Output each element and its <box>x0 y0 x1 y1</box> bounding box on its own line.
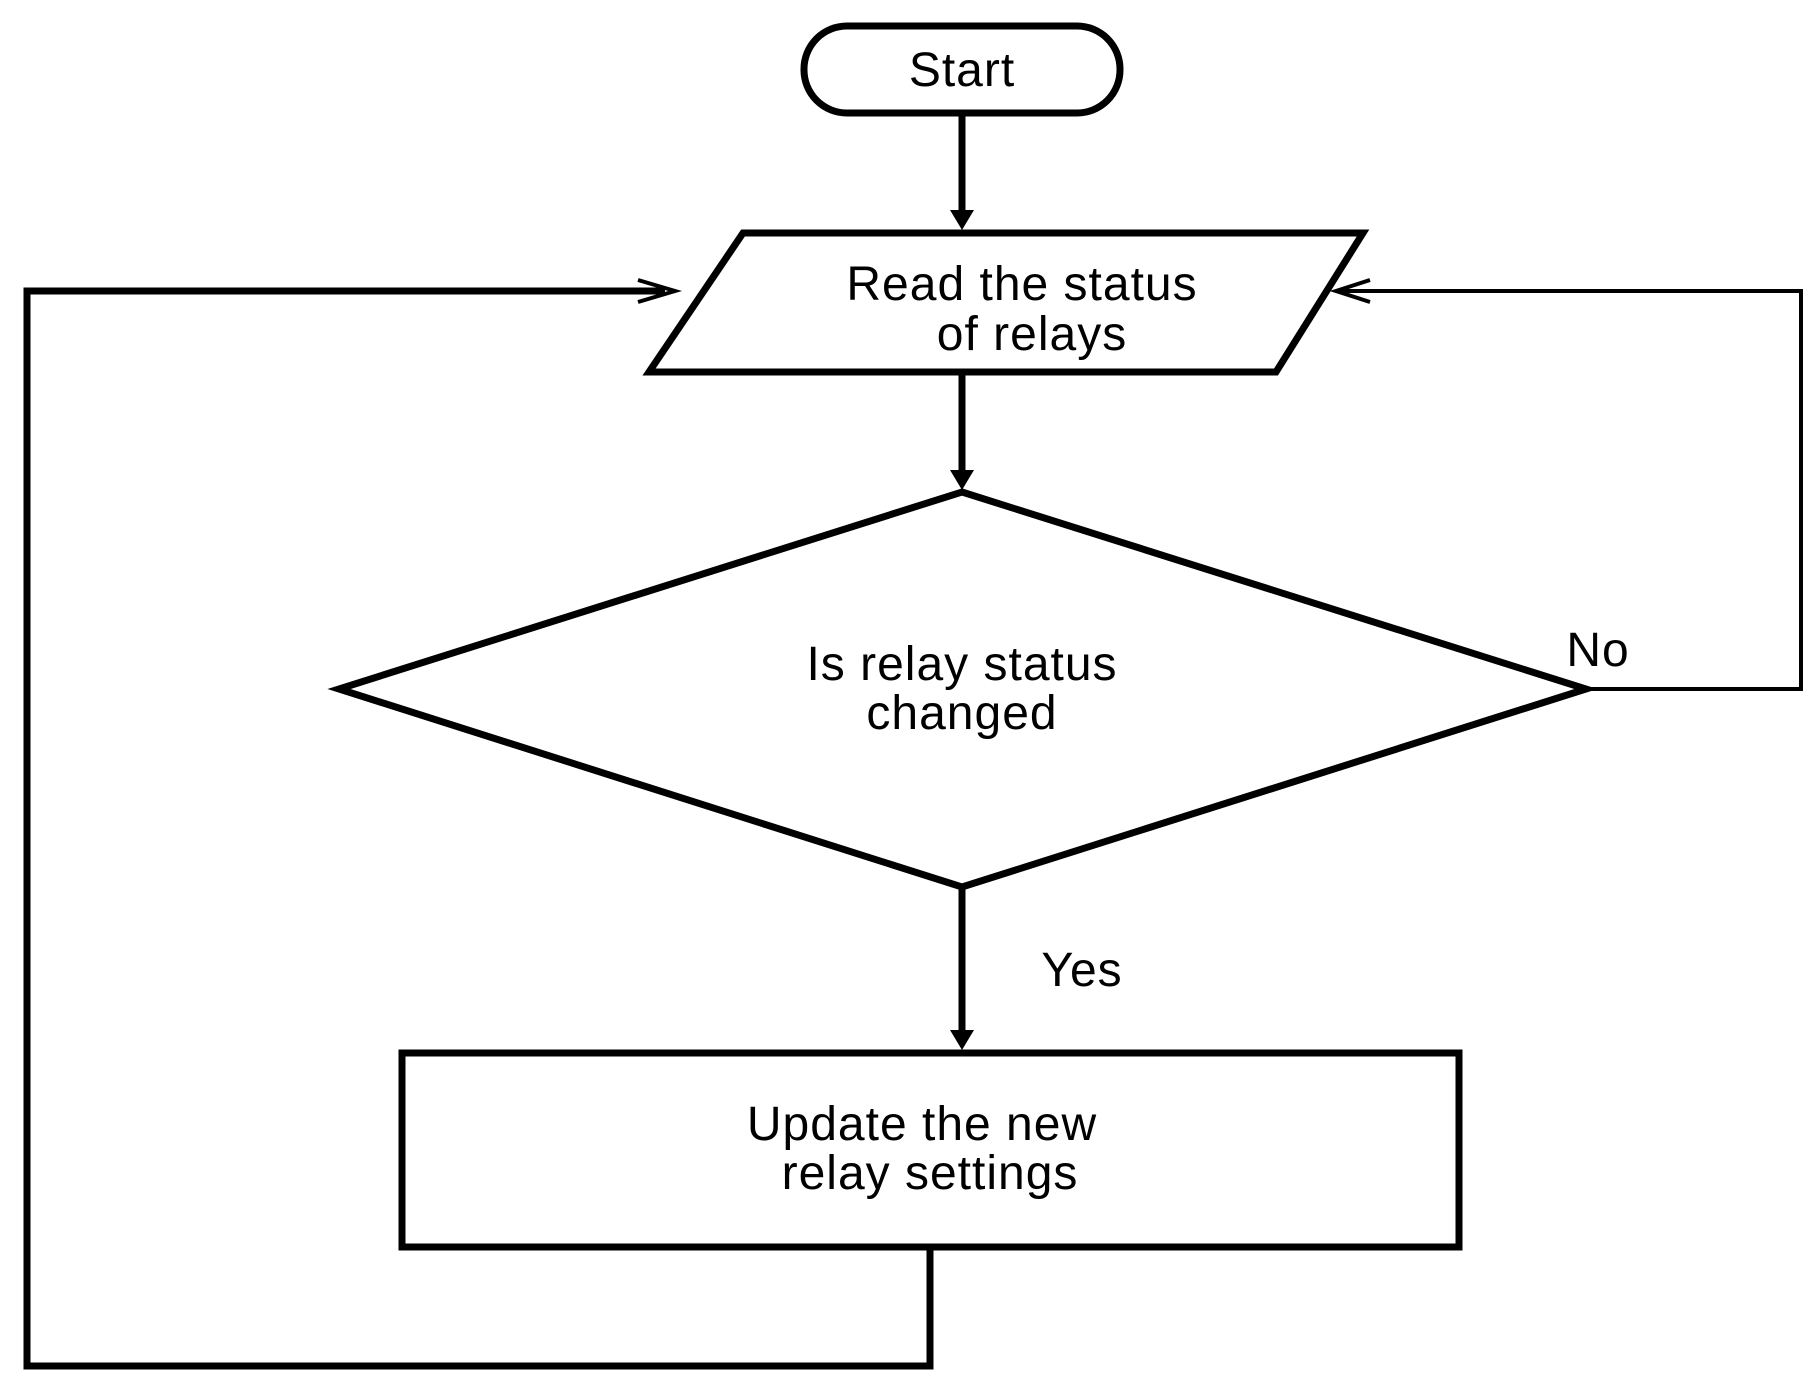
decision-label-line1: Is relay status <box>806 638 1117 691</box>
arrowhead <box>637 278 683 304</box>
arrowhead <box>950 470 974 490</box>
edge-read-to-decision <box>950 372 974 490</box>
read-node: Read the status of relays <box>642 229 1370 376</box>
update-label-line2: relay settings <box>782 1147 1079 1200</box>
connector-line <box>23 287 934 1370</box>
arrowhead <box>950 210 974 230</box>
decision-node: Is relay status changed <box>327 488 1598 891</box>
edge-no-loop: No <box>1329 278 1803 691</box>
decision-label-line2: changed <box>866 687 1057 740</box>
edge-yes: Yes <box>950 887 1122 1050</box>
start-label: Start <box>909 44 1015 97</box>
update-node: Update the new relay settings <box>398 1049 1463 1251</box>
start-node: Start <box>800 22 1124 117</box>
edge-update-loop <box>23 278 934 1370</box>
arrowhead <box>950 1030 974 1050</box>
update-shape <box>398 1049 1463 1251</box>
edge-start-to-read <box>950 113 974 230</box>
yes-label: Yes <box>1041 944 1122 997</box>
read-label-line1: Read the status <box>846 258 1197 311</box>
read-shape <box>642 229 1370 376</box>
no-label: No <box>1566 624 1629 677</box>
read-label-line2: of relays <box>937 308 1127 361</box>
arrowhead <box>1329 278 1371 304</box>
update-label-line1: Update the new <box>747 1098 1097 1151</box>
connector-line <box>1340 289 1803 691</box>
